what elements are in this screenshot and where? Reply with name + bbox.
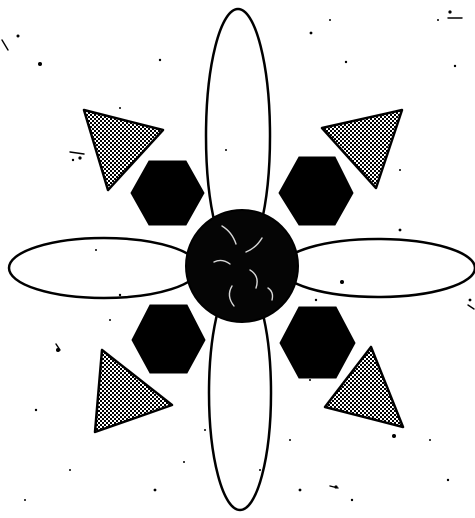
petal-left <box>9 238 199 298</box>
center-circle <box>186 210 298 322</box>
petal-right <box>281 239 475 297</box>
